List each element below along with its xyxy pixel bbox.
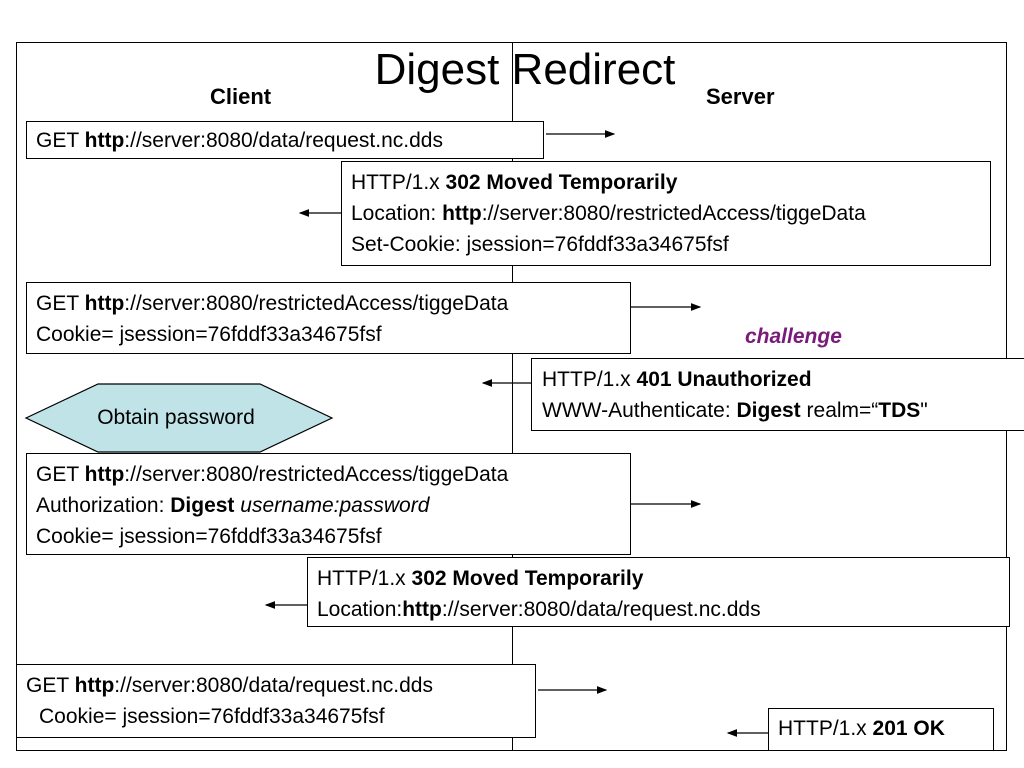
- response-box-201: HTTP/1.x 201 OK: [768, 708, 994, 751]
- response-box-401: HTTP/1.x 401 Unauthorized WWW-Authentica…: [531, 358, 1024, 431]
- response-box-302-b: HTTP/1.x 302 Moved Temporarily Location:…: [307, 557, 1010, 627]
- diagram-title: Digest Redirect: [374, 45, 676, 94]
- request-box-1: GET http://server:8080/data/request.nc.d…: [26, 121, 544, 159]
- client-server-divider: [512, 42, 513, 751]
- client-label: Client: [210, 84, 272, 109]
- server-label: Server: [706, 84, 775, 109]
- request-box-2: GET http://server:8080/restrictedAccess/…: [26, 282, 631, 354]
- obtain-password-hexagon: [24, 383, 334, 453]
- challenge-label: challenge: [745, 325, 842, 348]
- response-box-302-a: HTTP/1.x 302 Moved Temporarily Location:…: [341, 161, 991, 266]
- obtain-password-label: Obtain password: [97, 406, 255, 429]
- request-box-3: GET http://server:8080/restrictedAccess/…: [26, 453, 631, 555]
- request-box-4: GET http://server:8080/data/request.nc.d…: [16, 664, 536, 738]
